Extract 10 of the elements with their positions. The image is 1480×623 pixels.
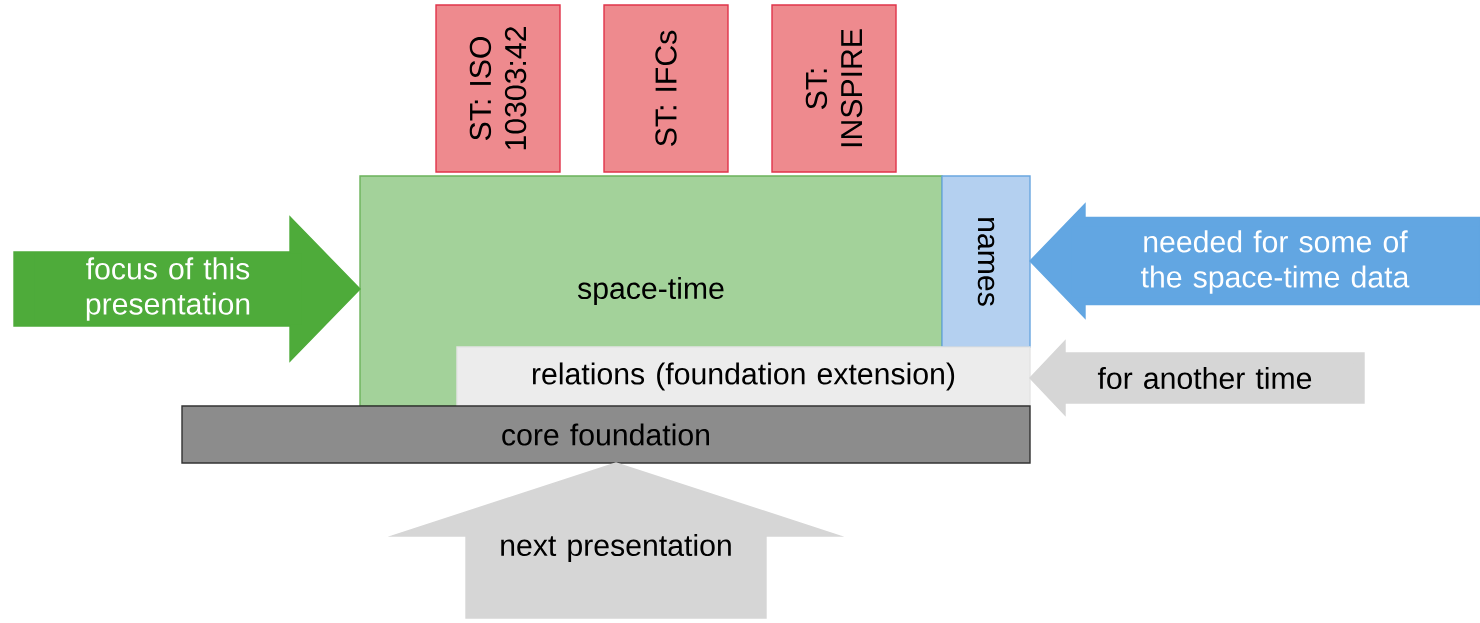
layer-box: core foundation [181, 405, 1031, 464]
layer-box: names [941, 175, 1031, 348]
edge-label: for another time [1097, 366, 1312, 390]
standard-box: ST: INSPIRE [771, 4, 897, 173]
edge-label: needed for some of the space-time data [1141, 230, 1410, 294]
standard-box: ST: ISO 10303:42 [435, 4, 561, 173]
edge-label: focus of this presentation [86, 257, 250, 321]
standard-box: ST: IFCs [603, 4, 729, 173]
layer-box: relations (foundation extension) [456, 346, 1031, 407]
edge-label: next presentation [501, 533, 731, 563]
